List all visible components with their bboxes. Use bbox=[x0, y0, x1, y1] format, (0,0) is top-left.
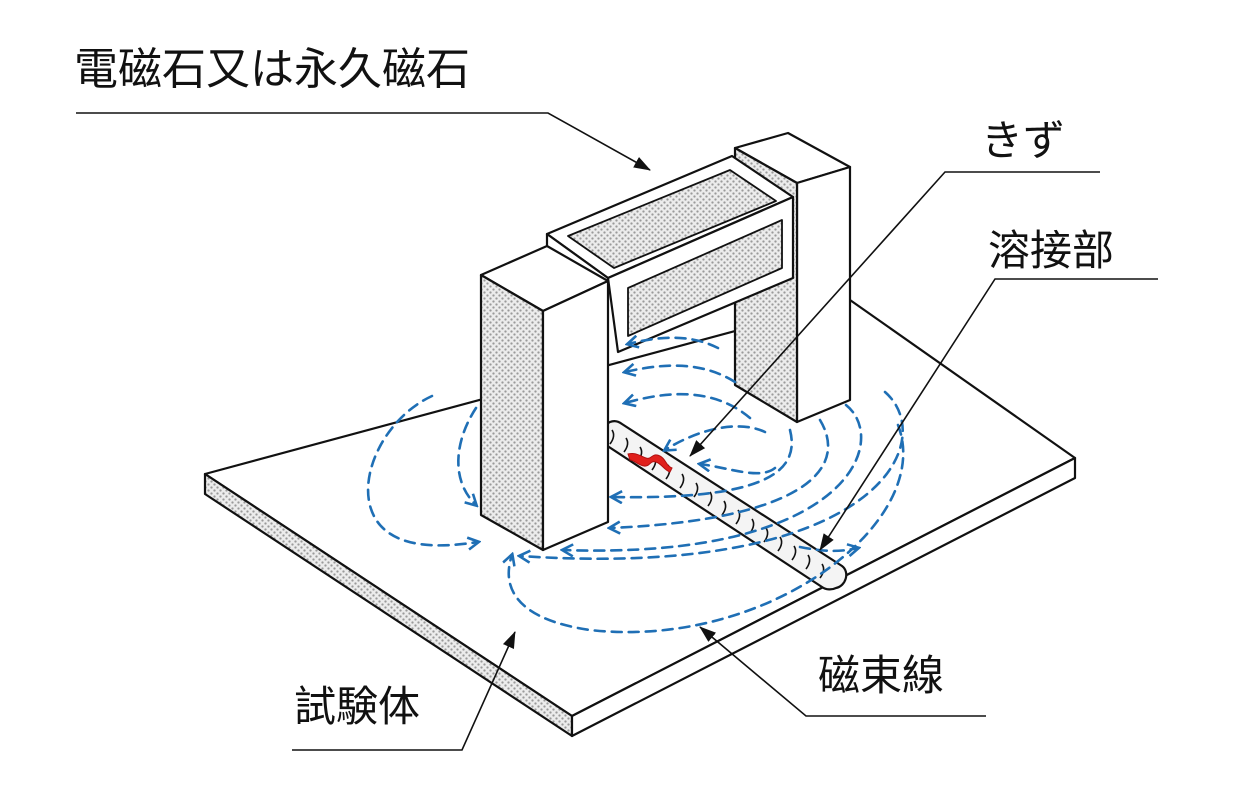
specimen-plate bbox=[203, 298, 1077, 738]
yoke-front-inset bbox=[627, 219, 783, 337]
magnet-leg-front bbox=[479, 244, 610, 552]
flux-line-7 bbox=[610, 418, 830, 528]
flux-line-11 bbox=[366, 394, 478, 545]
leader-specimen bbox=[292, 631, 516, 751]
leader-magnet bbox=[76, 112, 651, 171]
plate-right-edge bbox=[570, 456, 1077, 738]
label-flaw: きず bbox=[981, 116, 1066, 165]
label-magnet: 電磁石又は永久磁石 bbox=[74, 44, 470, 95]
leader-flaw bbox=[689, 171, 1100, 457]
flux-line-9 bbox=[520, 390, 905, 559]
leader-flux bbox=[699, 626, 986, 717]
flux-line-1 bbox=[628, 338, 720, 350]
plate-top-face bbox=[203, 298, 1077, 718]
flux-line-10 bbox=[509, 423, 905, 634]
flux-line-5 bbox=[700, 464, 777, 475]
flux-line-4 bbox=[665, 425, 767, 450]
leader-lines bbox=[76, 112, 1158, 751]
flux-line-3 bbox=[625, 392, 752, 420]
flux-lines bbox=[366, 338, 905, 634]
flux-line-13 bbox=[798, 547, 858, 551]
label-weld: 溶接部 bbox=[988, 226, 1115, 275]
yoke-top-inset bbox=[567, 169, 777, 269]
flux-line-2 bbox=[625, 366, 737, 384]
label-flux-lines: 磁束線 bbox=[818, 651, 945, 700]
label-specimen: 試験体 bbox=[294, 682, 421, 731]
flaw-crack bbox=[627, 453, 673, 473]
flux-line-8 bbox=[563, 403, 863, 551]
flux-line-12 bbox=[457, 406, 476, 505]
leader-weld bbox=[819, 278, 1158, 551]
flux-line-6 bbox=[612, 428, 794, 497]
